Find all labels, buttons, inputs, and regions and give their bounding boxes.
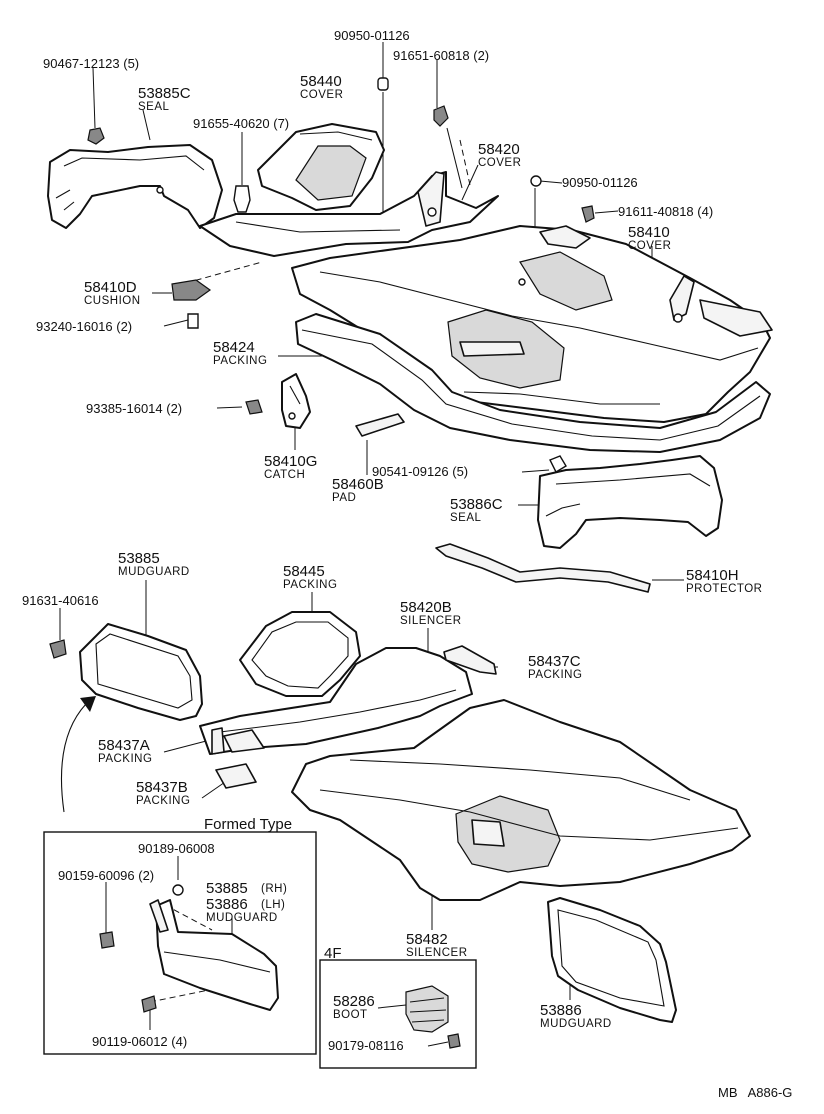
- diagram-code: MB A886-G: [718, 1085, 792, 1100]
- seal-53885c: [47, 144, 223, 229]
- name-53885c: SEAL: [138, 101, 170, 113]
- label-91611-40818: 91611-40818 (4): [618, 204, 713, 219]
- label-91631-40616: 91631-40616: [22, 593, 99, 608]
- packing-58424: [295, 313, 771, 453]
- label-58286: 58286: [333, 993, 375, 1010]
- label-58410h: 58410H: [686, 567, 739, 584]
- name-58410: COVER: [628, 240, 671, 252]
- protector-58410h: [435, 543, 651, 593]
- cover-58420: [199, 171, 499, 257]
- label-90119-06012: 90119-06012 (4): [92, 1034, 187, 1049]
- label-90159-60096: 90159-60096 (2): [58, 868, 154, 883]
- packing-58437a: [211, 727, 225, 755]
- name-58420: COVER: [478, 157, 521, 169]
- catch-58410g: [281, 373, 311, 429]
- label-53886-lh: 53886: [206, 896, 248, 913]
- name-58420b: SILENCER: [400, 615, 462, 627]
- label-90950-01126-a: 90950-01126: [334, 28, 410, 43]
- four-f-box: [319, 959, 477, 1069]
- name-58286: BOOT: [333, 1009, 368, 1021]
- mudguard-53886: [547, 897, 677, 1023]
- label-90541-09126: 90541-09126 (5): [372, 464, 468, 479]
- boot-58286: [405, 985, 449, 1033]
- suffix-53885-rh: (RH): [261, 883, 287, 895]
- pad-58460b: [355, 413, 405, 437]
- name-58424: PACKING: [213, 355, 267, 367]
- label-58437a: 58437A: [98, 737, 150, 754]
- silencer-58420b: [199, 647, 473, 755]
- cover-58440: [257, 123, 385, 211]
- label-91655-40620: 91655-40620 (7): [193, 116, 289, 131]
- label-58410d: 58410D: [84, 279, 137, 296]
- label-58445: 58445: [283, 563, 325, 580]
- name-53886c: SEAL: [450, 512, 482, 524]
- cover-58410: [291, 225, 773, 423]
- mudguard-53885: [79, 623, 203, 721]
- name-58410h: PROTECTOR: [686, 583, 763, 595]
- label-90189-06008: 90189-06008: [138, 841, 215, 856]
- label-58410: 58410: [628, 224, 670, 241]
- label-58420b: 58420B: [400, 599, 452, 616]
- label-90467-12123: 90467-12123 (5): [43, 56, 139, 71]
- label-58437b: 58437B: [136, 779, 188, 796]
- name-58437b: PACKING: [136, 795, 190, 807]
- suffix-53886-lh: (LH): [261, 899, 285, 911]
- packing-58445: [239, 611, 361, 697]
- label-58437c: 58437C: [528, 653, 581, 670]
- label-53886: 53886: [540, 1002, 582, 1019]
- name-formed-mudguard: MUDGUARD: [206, 912, 278, 924]
- label-58410g: 58410G: [264, 453, 317, 470]
- four-f-title: 4F: [324, 945, 342, 962]
- label-58424: 58424: [213, 339, 255, 356]
- name-58460b: PAD: [332, 492, 356, 504]
- formed-type-box: [43, 831, 317, 1055]
- name-53886: MUDGUARD: [540, 1018, 612, 1030]
- part-labels: 90467-12123 (5) 53885C SEAL 90950-01126 …: [22, 28, 792, 1100]
- label-90179-08116: 90179-08116: [328, 1038, 404, 1053]
- packing-58437c: [443, 645, 497, 675]
- name-58437a: PACKING: [98, 753, 152, 765]
- formed-mudguard: [149, 899, 279, 1011]
- arrow-up-icon: [60, 696, 96, 813]
- name-58445: PACKING: [283, 579, 337, 591]
- seal-53886c: [537, 455, 723, 549]
- label-58482: 58482: [406, 931, 448, 948]
- label-91651-60818: 91651-60818 (2): [393, 48, 489, 63]
- label-53886c: 53886C: [450, 496, 503, 513]
- name-58437c: PACKING: [528, 669, 582, 681]
- label-53885-rh: 53885: [206, 880, 248, 897]
- name-58440: COVER: [300, 89, 343, 101]
- formed-type-title: Formed Type: [204, 816, 292, 833]
- name-58482: SILENCER: [406, 947, 468, 959]
- silencer-58482: [291, 699, 751, 901]
- label-90950-01126-b: 90950-01126: [562, 175, 638, 190]
- packing-58437b: [215, 763, 257, 789]
- label-58420: 58420: [478, 141, 520, 158]
- label-93240-16016: 93240-16016 (2): [36, 319, 132, 334]
- label-53885c: 53885C: [138, 85, 191, 102]
- label-93385-16014: 93385-16014 (2): [86, 401, 182, 416]
- label-58460b: 58460B: [332, 476, 384, 493]
- leader-lines: [59, 42, 684, 1047]
- hardware: [49, 77, 595, 1049]
- label-53885: 53885: [118, 550, 160, 567]
- name-53885: MUDGUARD: [118, 566, 190, 578]
- name-58410g: CATCH: [264, 469, 305, 481]
- label-58440: 58440: [300, 73, 342, 90]
- name-58410d: CUSHION: [84, 295, 141, 307]
